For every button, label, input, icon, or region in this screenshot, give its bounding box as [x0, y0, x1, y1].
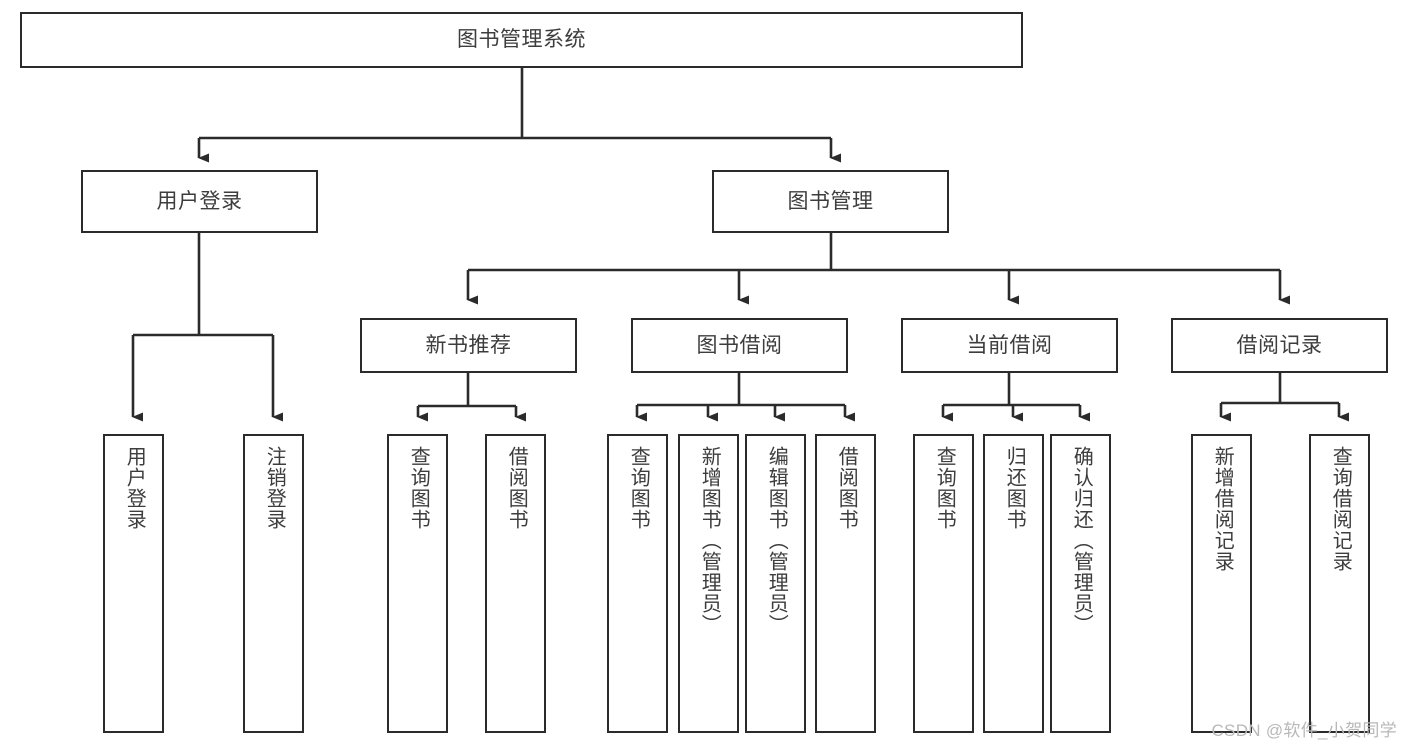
leaf-borrow-book-1[interactable]: 借阅图书: [485, 434, 546, 733]
leaf-query-book-3-label: 查询图书: [933, 446, 956, 530]
node-user-login-label: 用户登录: [156, 189, 243, 213]
node-current-borrow-label: 当前借阅: [966, 333, 1053, 357]
leaf-return-book-label: 归还图书: [1003, 446, 1026, 530]
leaf-query-book-1-label: 查询图书: [407, 446, 430, 530]
node-current-borrow[interactable]: 当前借阅: [901, 318, 1118, 373]
leaf-user-logout[interactable]: 注销登录: [243, 434, 304, 733]
leaf-query-book-2-label: 查询图书: [627, 446, 650, 530]
leaf-return-book[interactable]: 归还图书: [983, 434, 1044, 733]
leaf-query-record-label: 查询借阅记录: [1329, 446, 1352, 572]
leaf-borrow-book-2[interactable]: 借阅图书: [815, 434, 876, 733]
node-book-manage[interactable]: 图书管理: [712, 170, 949, 233]
node-user-login[interactable]: 用户登录: [81, 170, 318, 233]
node-book-manage-label: 图书管理: [787, 189, 874, 213]
leaf-user-logout-label: 注销登录: [263, 446, 286, 530]
leaf-edit-book[interactable]: 编辑图书（管理员）: [745, 434, 806, 733]
node-book-borrow-label: 图书借阅: [696, 333, 783, 357]
leaf-add-record-label: 新增借阅记录: [1211, 446, 1234, 572]
leaf-add-book-label: 新增图书（管理员）: [698, 446, 721, 635]
node-borrow-record-label: 借阅记录: [1236, 333, 1323, 357]
leaf-query-book-3[interactable]: 查询图书: [913, 434, 974, 733]
node-root[interactable]: 图书管理系统: [20, 12, 1023, 68]
node-new-book-rec[interactable]: 新书推荐: [360, 318, 577, 373]
node-root-label: 图书管理系统: [457, 28, 586, 52]
leaf-user-login-label: 用户登录: [123, 446, 146, 530]
leaf-borrow-book-1-label: 借阅图书: [505, 446, 528, 530]
csdn-watermark: CSDN @软件_小贺同学: [1211, 721, 1397, 740]
leaf-add-record[interactable]: 新增借阅记录: [1191, 434, 1252, 733]
leaf-borrow-book-2-label: 借阅图书: [835, 446, 858, 530]
leaf-query-record[interactable]: 查询借阅记录: [1309, 434, 1370, 733]
leaf-query-book-1[interactable]: 查询图书: [387, 434, 448, 733]
leaf-edit-book-label: 编辑图书（管理员）: [765, 446, 788, 635]
leaf-query-book-2[interactable]: 查询图书: [607, 434, 668, 733]
leaf-user-login[interactable]: 用户登录: [103, 434, 164, 733]
leaf-confirm-return[interactable]: 确认归还（管理员）: [1050, 434, 1111, 733]
node-book-borrow[interactable]: 图书借阅: [631, 318, 848, 373]
leaf-add-book[interactable]: 新增图书（管理员）: [678, 434, 739, 733]
node-borrow-record[interactable]: 借阅记录: [1171, 318, 1388, 373]
leaf-confirm-return-label: 确认归还（管理员）: [1070, 446, 1093, 635]
node-new-book-rec-label: 新书推荐: [425, 333, 512, 357]
